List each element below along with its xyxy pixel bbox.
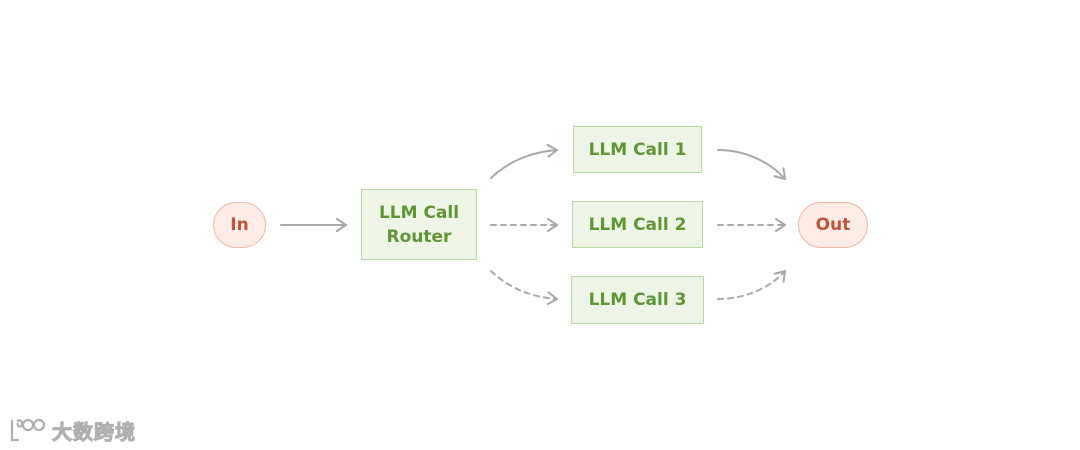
watermark: 大数跨境	[8, 414, 136, 446]
llm-call-1-label: LLM Call 1	[588, 139, 687, 160]
edge-router-to-call-3	[490, 270, 558, 306]
llm-call-2-node: LLM Call 2	[572, 201, 703, 248]
output-node-label: Out	[815, 215, 851, 235]
input-node-label: In	[230, 215, 249, 235]
output-node: Out	[798, 202, 868, 248]
router-node-label-line-1: LLM Call	[378, 202, 460, 223]
llm-call-3-label: LLM Call 3	[588, 290, 687, 310]
llm-call-2-label: LLM Call 2	[588, 214, 687, 235]
router-node-label-line-2: Router	[386, 226, 452, 247]
edge-router-to-call-1	[490, 143, 558, 179]
input-node: In	[213, 202, 266, 248]
edge-call-1-to-out	[717, 149, 786, 180]
edge-call-3-to-out	[717, 270, 786, 300]
llm-call-3-node: LLM Call 3	[571, 276, 704, 324]
watermark-text: 大数跨境	[52, 419, 136, 444]
router-node: LLM Call Router	[361, 189, 477, 260]
logo-icon	[8, 417, 48, 443]
llm-call-1-node: LLM Call 1	[573, 126, 702, 173]
